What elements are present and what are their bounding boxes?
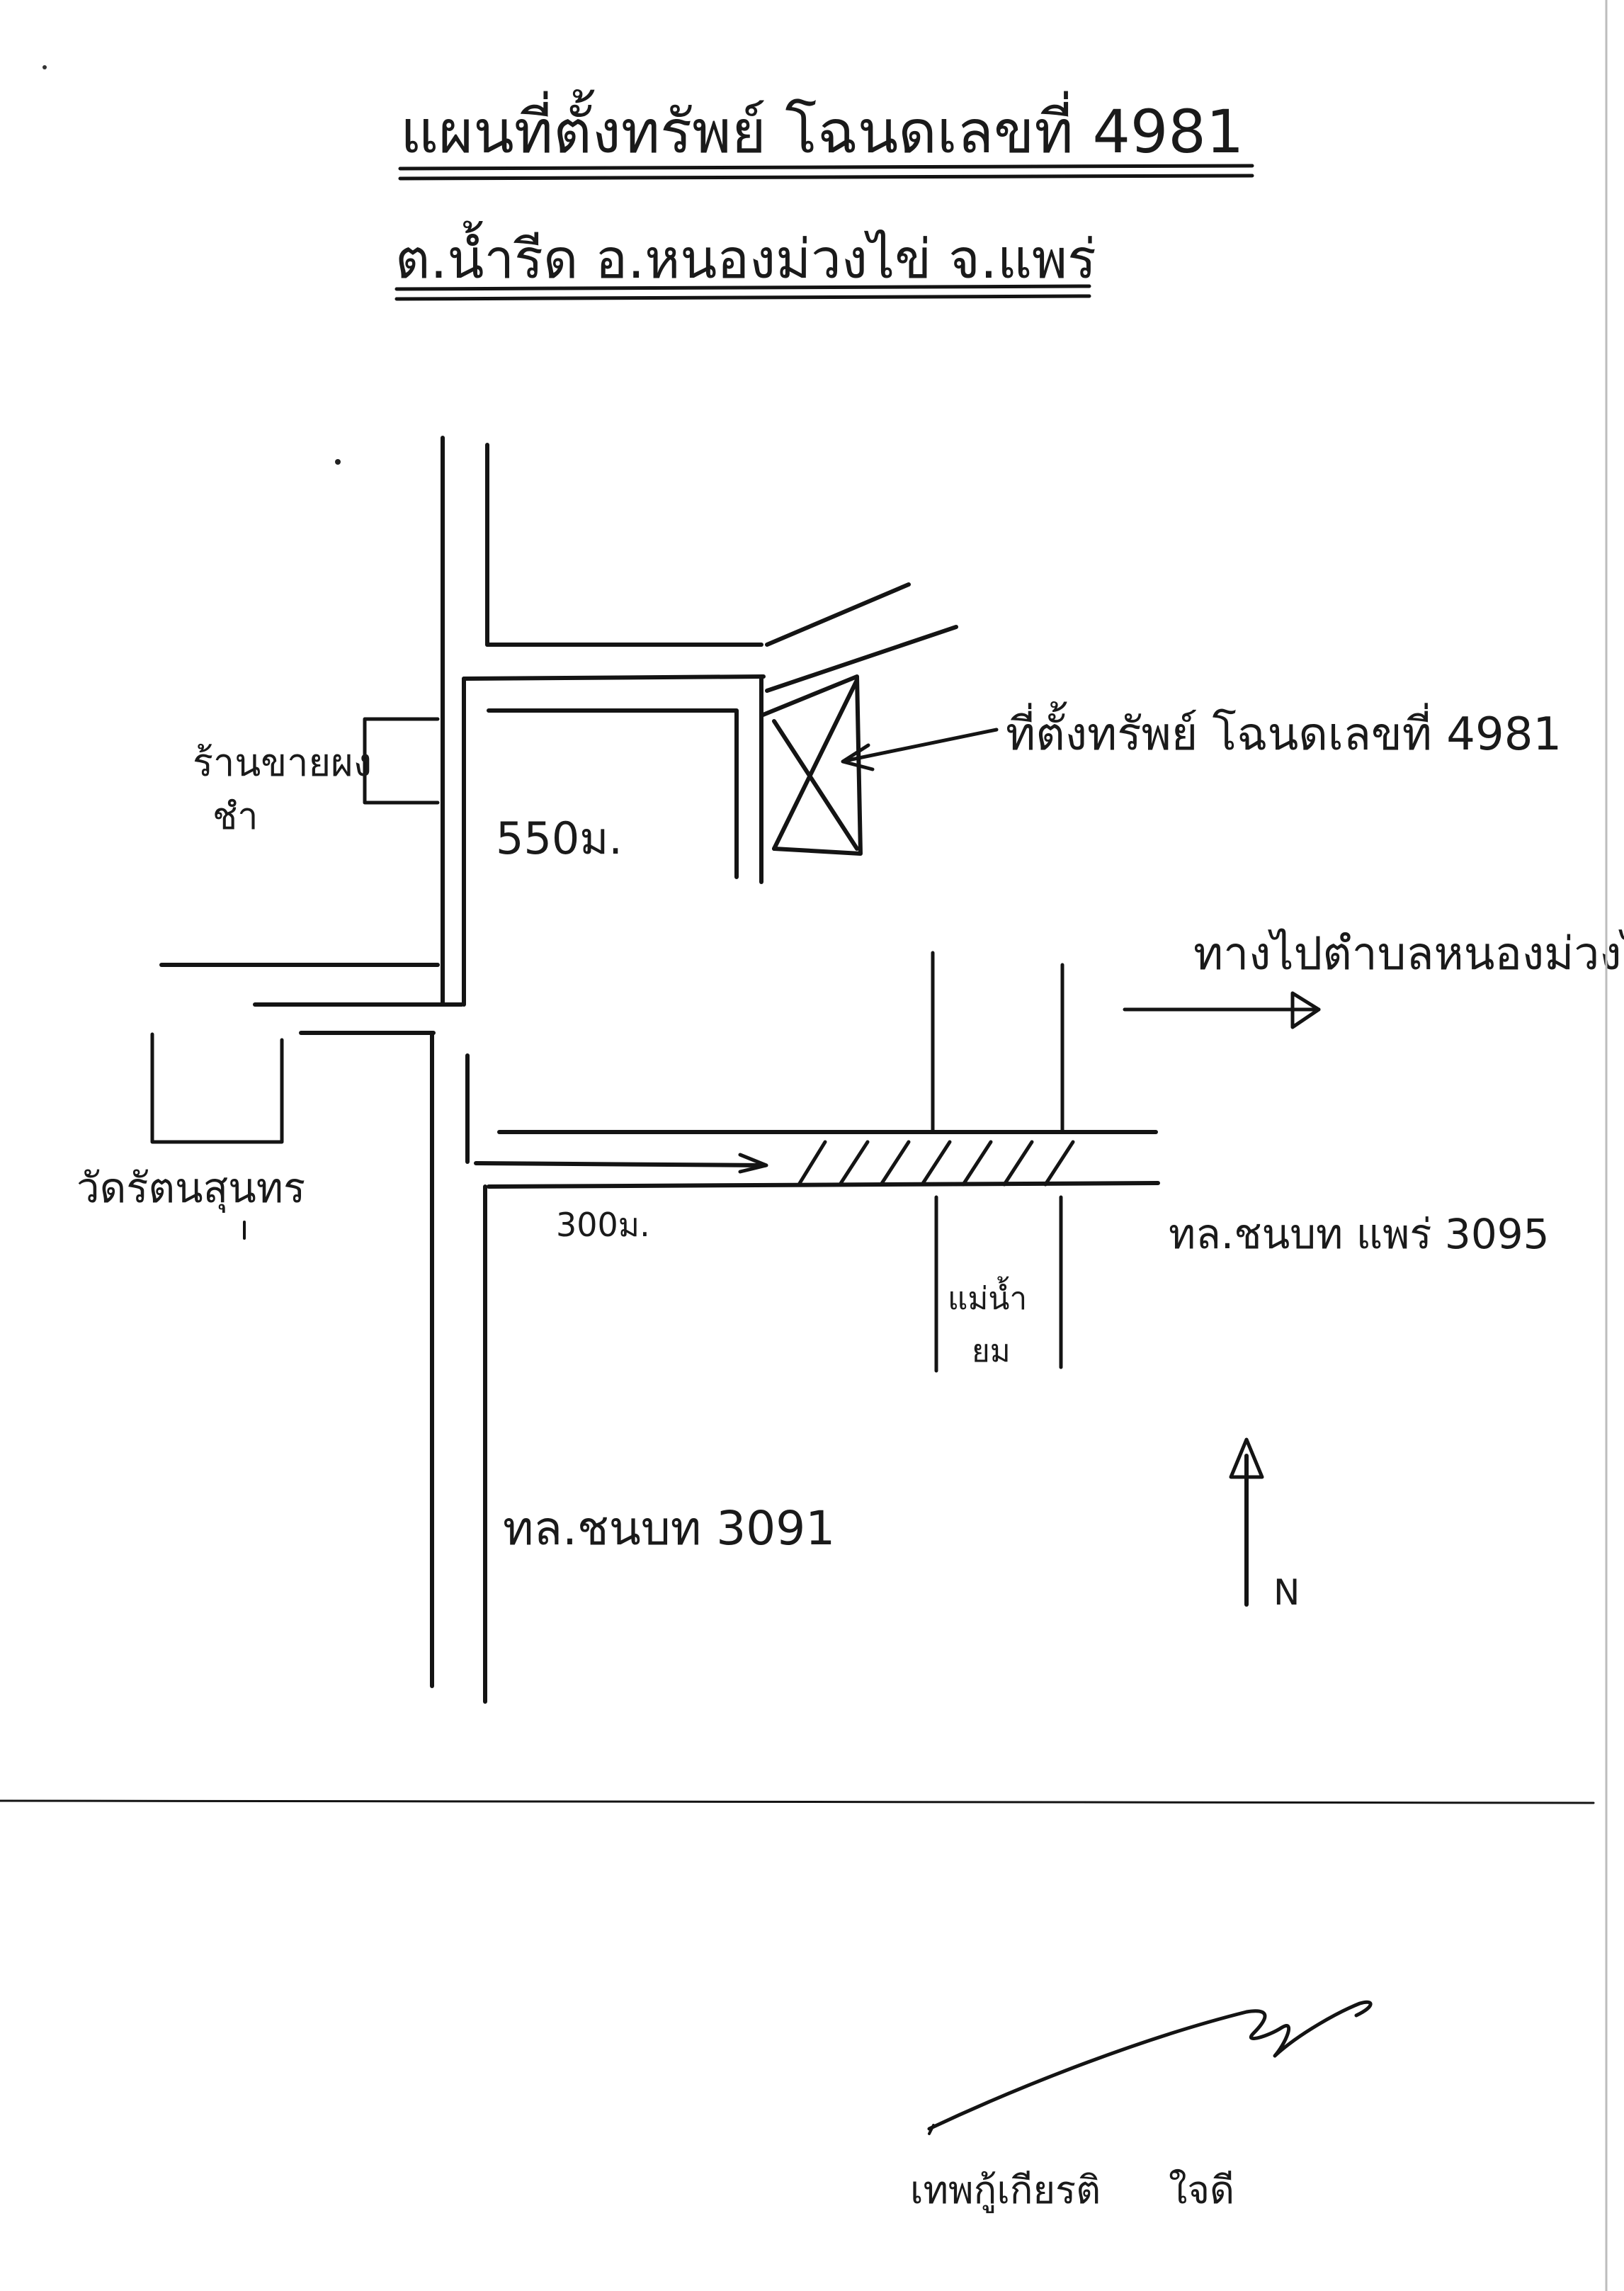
parcel-cross-mark [772,678,859,851]
property-parcel: ที่ตั้งทรัพย์ โฉนดเลขที่ 4981 [759,674,1562,856]
temple-label: วัดรัตนสุนทร [76,1164,305,1214]
direction-label: ทางไปตำบลหนองม่วงไข่ [1193,928,1624,980]
signature: เทพกู้เกียรติ ใจดี [910,2000,1373,2213]
ink-dot [335,459,341,465]
road-3091-label: ทล.ชนบท 3091 [503,1501,835,1556]
road-3091 [430,436,489,1704]
yom-river: แม่น้ำ ยม [931,951,1064,1373]
branch-middle-line [462,674,766,681]
signature-name: เทพกู้เกียรติ [910,2168,1101,2213]
page-separator [0,1799,1595,1804]
title-underline-2 [394,284,1091,301]
ink-dot [42,65,47,69]
pointer-line [846,728,999,762]
river-label-line-1: แม่น้ำ [948,1276,1027,1317]
signature-surname: ใจดี [1169,2168,1234,2212]
road-3095-south-edge [487,1181,1160,1189]
temple-building [150,1032,284,1144]
river-banks-north [931,951,1064,1134]
property-label: ที่ตั้งทรัพย์ โฉนดเลขที่ 4981 [1006,701,1562,761]
title-line-1: แผนที่ตั้งทรัพย์ โฉนดเลขที่ 4981 [400,89,1244,166]
signature-tail [928,2124,935,2135]
north-arrow-head [1229,1437,1264,1479]
road-3095-center-line [474,1161,767,1167]
diagonal-road [765,582,958,693]
direction-indicator: ทางไปตำบลหนองม่วงไข่ [1123,928,1624,1029]
distance-300m-label: 300ม. [556,1206,650,1244]
shop-building [363,717,440,805]
shop: ร้านขายผง ชำ [193,717,440,838]
north-branch-road [462,582,958,884]
branch-south-edge [487,708,739,879]
north-label: N [1273,1572,1300,1613]
road-3095-center-arrow [738,1153,768,1174]
bridge-hatching [797,1140,1075,1187]
road-3095-label: ทล.ชนบท แพร่ 3095 [1169,1210,1550,1258]
river-banks-south [934,1195,1063,1373]
map-title: แผนที่ตั้งทรัพย์ โฉนดเลขที่ 4981 ต.น้ำรี… [394,89,1254,301]
road-3095: ทล.ชนบท แพร่ 3095 [474,1130,1550,1258]
shop-label-line-1: ร้านขายผง [193,740,372,785]
pointer-arrowhead [841,743,875,771]
north-arrow: N [1229,1437,1300,1613]
distance-550m-label: 550ม. [496,813,623,864]
cross-street [159,963,464,1035]
direction-arrow-head [1290,991,1321,1029]
signature-stroke [927,2000,1373,2131]
temple: วัดรัตนสุนทร [76,1032,305,1240]
shop-label-line-2: ชำ [212,796,259,838]
title-underline-1 [398,164,1254,181]
river-label-line-2: ยม [972,1333,1011,1369]
title-line-2: ต.น้ำรีด อ.หนองม่วงไข่ จ.แพร่ [395,220,1096,290]
